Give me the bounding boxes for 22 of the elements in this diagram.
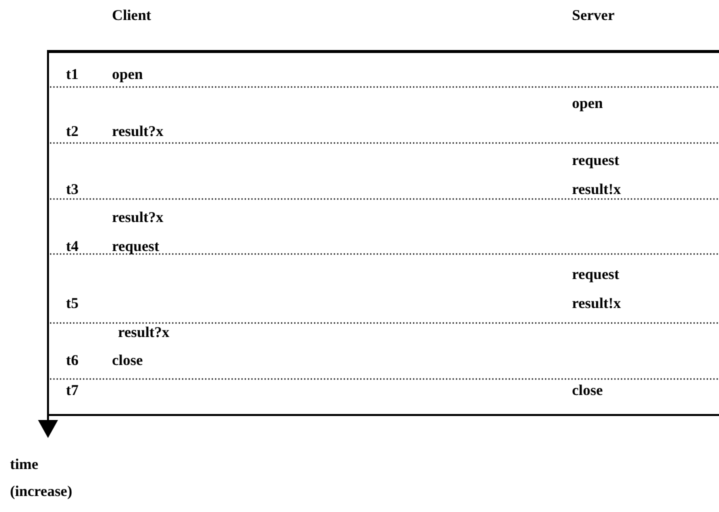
event-label: close xyxy=(572,383,603,399)
time-label: t2 xyxy=(66,124,78,140)
time-label: t5 xyxy=(66,296,78,312)
event-label: request xyxy=(112,239,160,255)
event-label: result!x xyxy=(572,182,621,198)
event-label: result!x xyxy=(572,296,621,312)
time-label: t4 xyxy=(66,239,78,255)
column-heading: Client xyxy=(112,8,152,24)
event-label: result?x xyxy=(118,325,170,341)
time-label: t6 xyxy=(66,353,78,369)
event-label: open xyxy=(112,67,143,83)
column-heading: Server xyxy=(572,8,614,24)
time-label: t3 xyxy=(66,182,78,198)
event-label: close xyxy=(112,353,143,369)
axis-label: time (increase) xyxy=(10,456,74,502)
event-label: open xyxy=(572,96,603,112)
event-label: request xyxy=(572,153,620,169)
event-label: request xyxy=(572,267,620,283)
event-label: result?x xyxy=(112,124,164,140)
time-label: t1 xyxy=(66,67,78,83)
time-label: t7 xyxy=(66,383,78,399)
event-label: result?x xyxy=(112,210,164,226)
